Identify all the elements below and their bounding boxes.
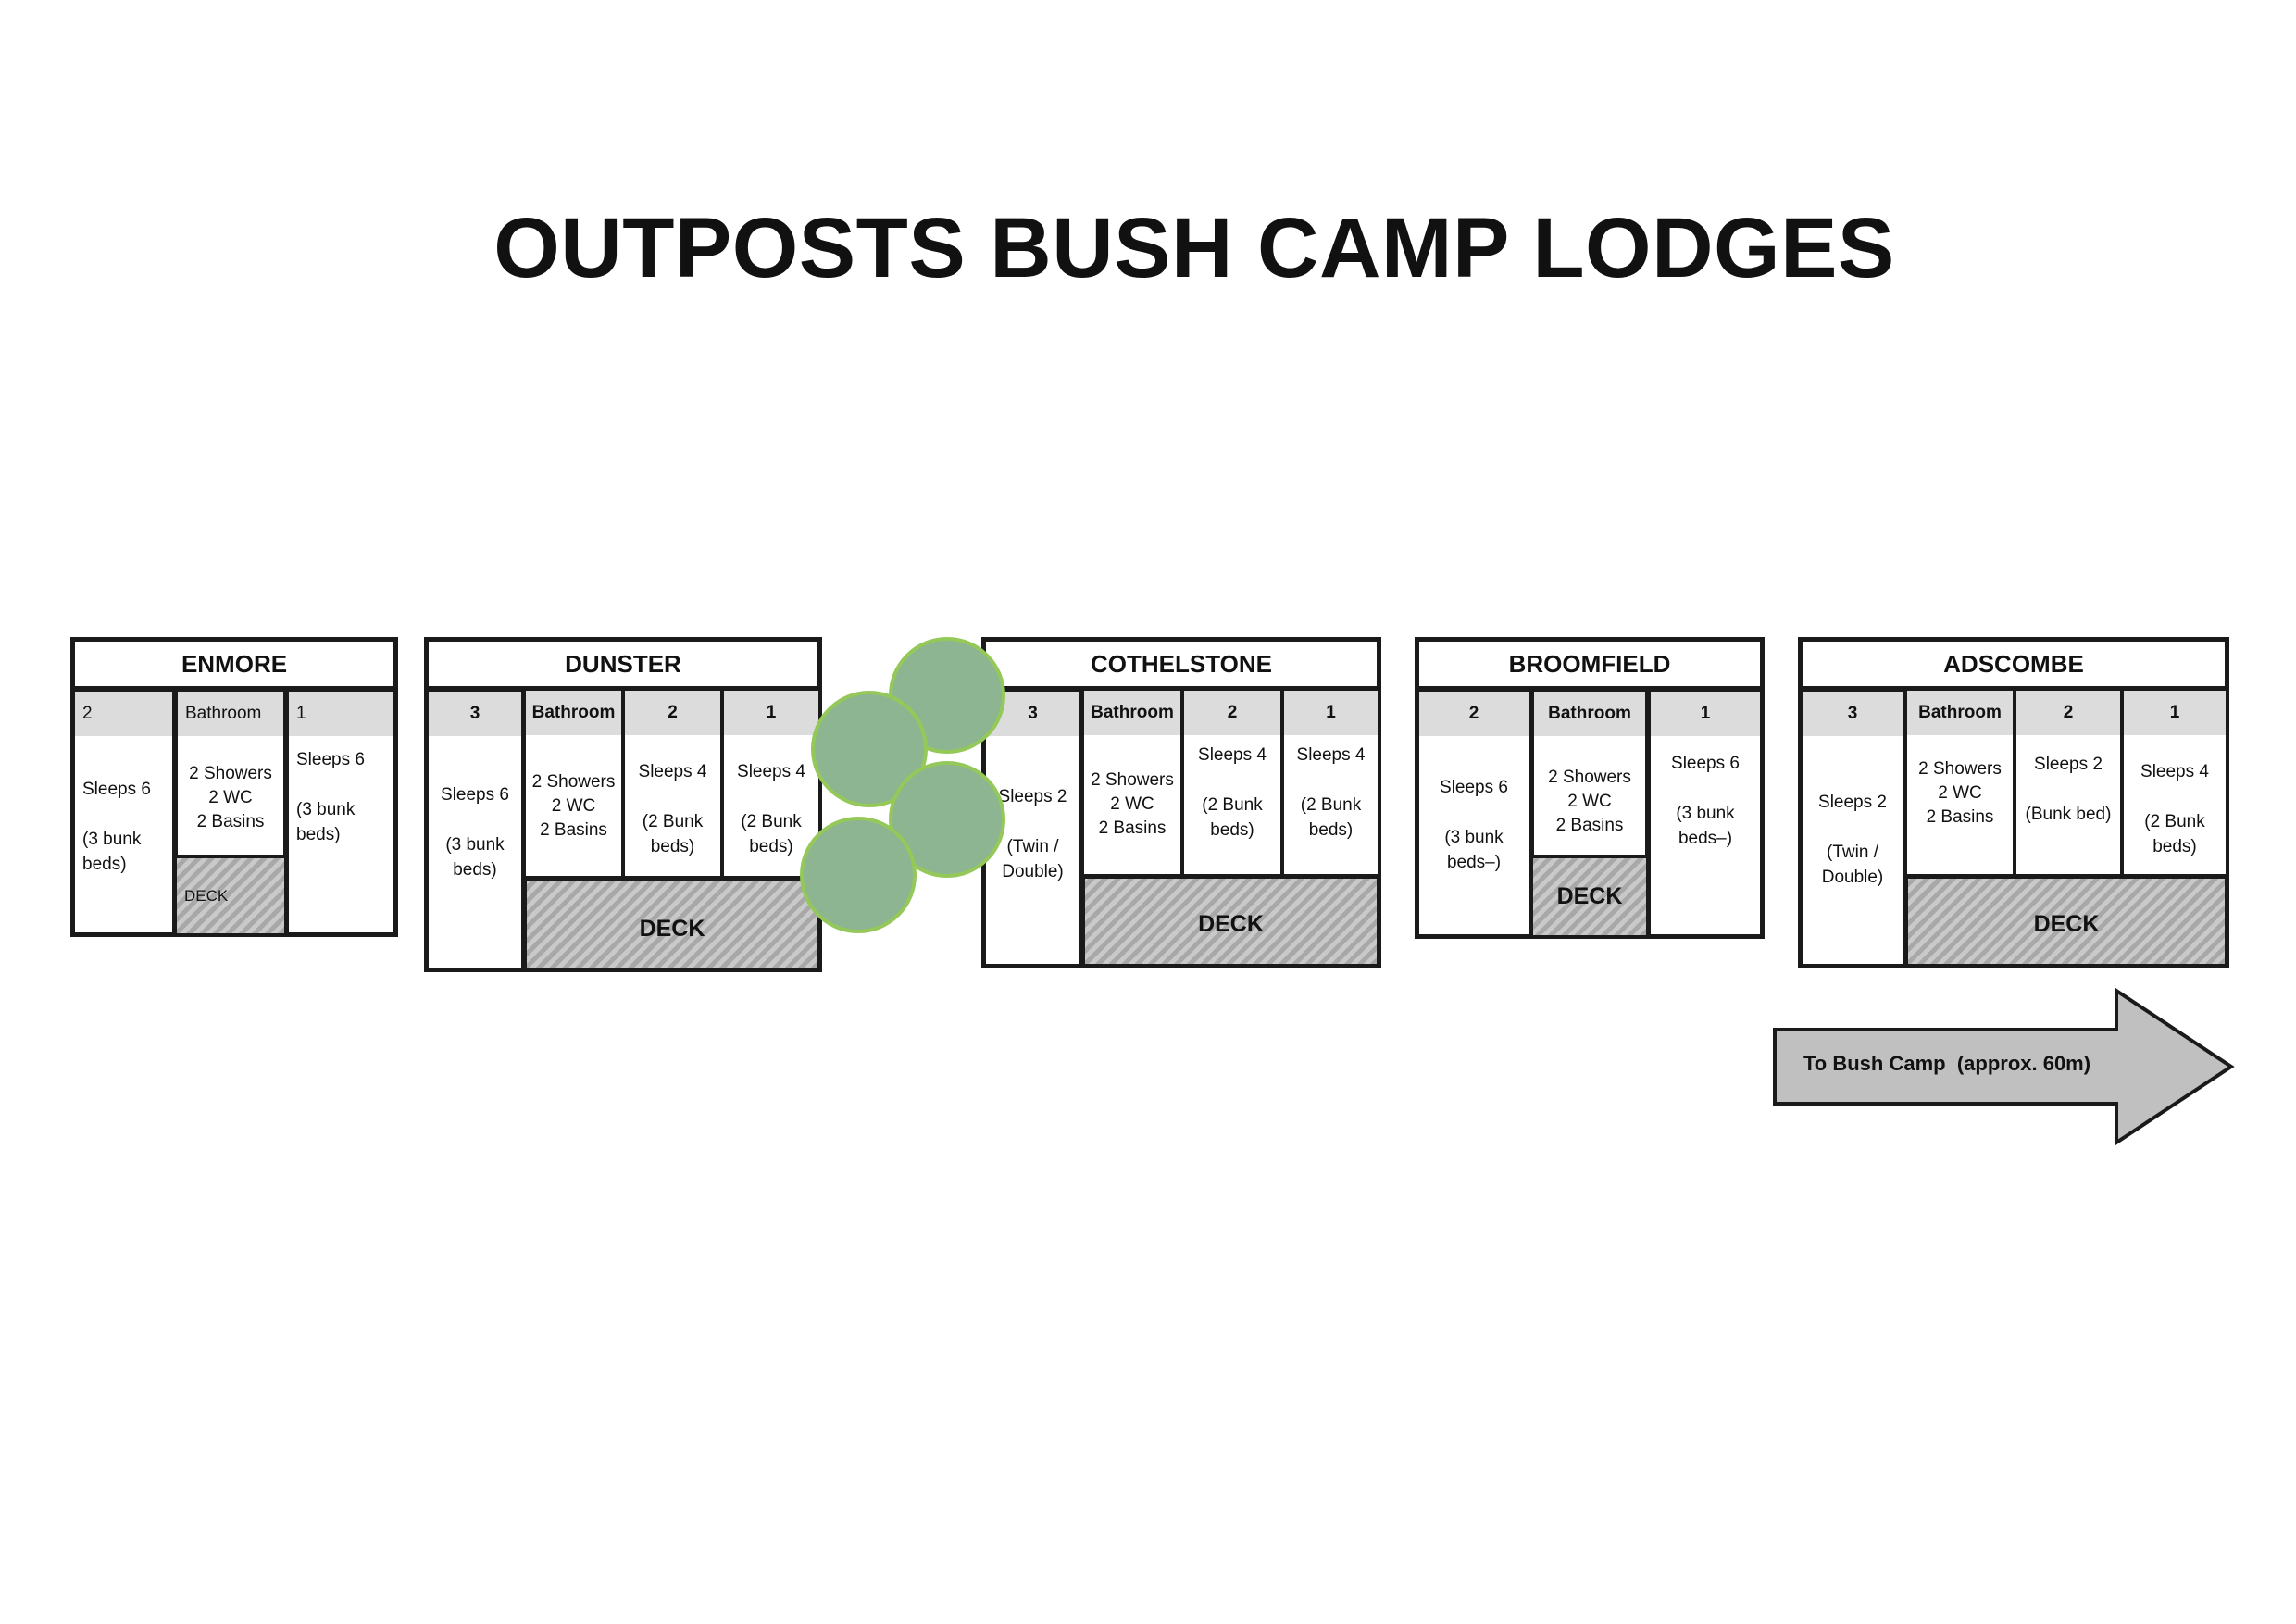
lodge-enmore: ENMORE 2 Sleeps 6 (3 bunk beds) Bathroom… (70, 637, 398, 937)
bathroom-label: Bathroom (1084, 691, 1180, 735)
room-details: Sleeps 6 (3 bunk beds) (82, 780, 151, 874)
room-label: 2 (75, 692, 172, 736)
room-details: Sleeps 2 (Twin / Double) (1818, 793, 1887, 887)
lodge-adscombe: ADSCOMBE 3 Sleeps 2 (Twin / Double) Bath… (1798, 637, 2229, 968)
direction-arrow-icon (1773, 987, 2235, 1146)
bathroom: Bathroom 2 Showers 2 WC 2 Basins (1903, 687, 2016, 878)
room-details: Sleeps 4 (2 Bunk beds) (737, 762, 805, 856)
room-2: 2 Sleeps 6 (3 bunk beds) (70, 687, 177, 937)
room-label: 2 (625, 691, 720, 735)
room-1: 1 Sleeps 6 (3 bunk beds) (284, 687, 398, 937)
room-details: Sleeps 4 (2 Bunk beds) (1296, 745, 1366, 840)
deck: DECK (1080, 874, 1381, 968)
bathroom: Bathroom 2 Showers 2 WC 2 Basins (1080, 687, 1184, 878)
room-label: 3 (429, 692, 521, 736)
room-label: 2 (1184, 691, 1280, 735)
room-details: Sleeps 6 (3 bunk beds–) (1440, 778, 1508, 872)
room-details: Sleeps 6 (3 bunk beds) (296, 750, 365, 844)
room-1: 1 Sleeps 6 (3 bunk beds–) (1646, 687, 1765, 939)
lodge-cothelstone: COTHELSTONE 3 Sleeps 2 (Twin / Double) B… (981, 637, 1381, 968)
room-details: Sleeps 4 (2 Bunk beds) (638, 762, 707, 856)
room-label: 1 (289, 692, 393, 736)
room-details: Sleeps 6 (3 bunk beds–) (1671, 754, 1740, 848)
bathroom-details: 2 Showers 2 WC 2 Basins (1918, 759, 2002, 827)
lodge-name: COTHELSTONE (981, 637, 1381, 691)
room-label: 2 (2016, 691, 2120, 735)
room-details: Sleeps 2 (Bunk bed) (2025, 755, 2112, 824)
room-details: Sleeps 4 (2 Bunk beds) (1198, 745, 1267, 840)
lodge-name: ADSCOMBE (1798, 637, 2229, 691)
room-2: 2 Sleeps 2 (Bunk bed) (2013, 687, 2124, 878)
room-label: 1 (1651, 692, 1760, 736)
bathroom-details: 2 Showers 2 WC 2 Basins (531, 772, 616, 840)
page-title: OUTPOSTS BUSH CAMP LODGES (493, 201, 1895, 295)
bathroom: Bathroom 2 Showers 2 WC 2 Basins (522, 687, 625, 880)
bathroom: Bathroom 2 Showers 2 WC 2 Basins DECK (173, 687, 288, 937)
tree-icon (800, 817, 917, 933)
lodge-name: DUNSTER (424, 637, 822, 691)
room-details: Sleeps 2 (Twin / Double) (998, 787, 1067, 881)
room-label: 3 (1803, 692, 1903, 736)
room-1: 1 Sleeps 4 (2 Bunk beds) (1280, 687, 1381, 878)
arrow-label: To Bush Camp (approx. 60m) (1803, 1052, 2091, 1075)
deck: DECK (173, 855, 288, 937)
bathroom-label: Bathroom (178, 692, 283, 736)
deck: DECK (1529, 855, 1650, 939)
lodge-name: ENMORE (70, 637, 398, 691)
bathroom: Bathroom 2 Showers 2 WC 2 Basins DECK (1529, 687, 1650, 939)
bathroom-label: Bathroom (526, 691, 621, 735)
deck: DECK (522, 876, 822, 972)
room-label: 2 (1419, 692, 1529, 736)
room-3: 3 Sleeps 2 (Twin / Double) (1798, 687, 1907, 968)
bathroom-label: Bathroom (1534, 692, 1645, 736)
room-2: 2 Sleeps 4 (2 Bunk beds) (1180, 687, 1284, 878)
bathroom-details: 2 Showers 2 WC 2 Basins (1548, 768, 1631, 835)
bathroom-details: 2 Showers 2 WC 2 Basins (189, 764, 272, 831)
lodge-broomfield: BROOMFIELD 2 Sleeps 6 (3 bunk beds–) Bat… (1415, 637, 1765, 939)
room-details: Sleeps 4 (2 Bunk beds) (2140, 762, 2209, 856)
room-1: 1 Sleeps 4 (2 Bunk beds) (720, 687, 822, 880)
room-label: 1 (724, 691, 818, 735)
room-2: 2 Sleeps 6 (3 bunk beds–) (1415, 687, 1533, 939)
room-3: 3 Sleeps 6 (3 bunk beds) (424, 687, 526, 972)
lodge-dunster: DUNSTER 3 Sleeps 6 (3 bunk beds) Bathroo… (424, 637, 822, 972)
room-details: Sleeps 6 (3 bunk beds) (441, 785, 509, 880)
room-label: 1 (1284, 691, 1378, 735)
lodge-name: BROOMFIELD (1415, 637, 1765, 691)
room-1: 1 Sleeps 4 (2 Bunk beds) (2120, 687, 2229, 878)
room-2: 2 Sleeps 4 (2 Bunk beds) (621, 687, 724, 880)
deck: DECK (1903, 874, 2229, 968)
room-label: 1 (2124, 691, 2226, 735)
bathroom-label: Bathroom (1907, 691, 2013, 735)
bathroom-details: 2 Showers 2 WC 2 Basins (1091, 770, 1174, 838)
